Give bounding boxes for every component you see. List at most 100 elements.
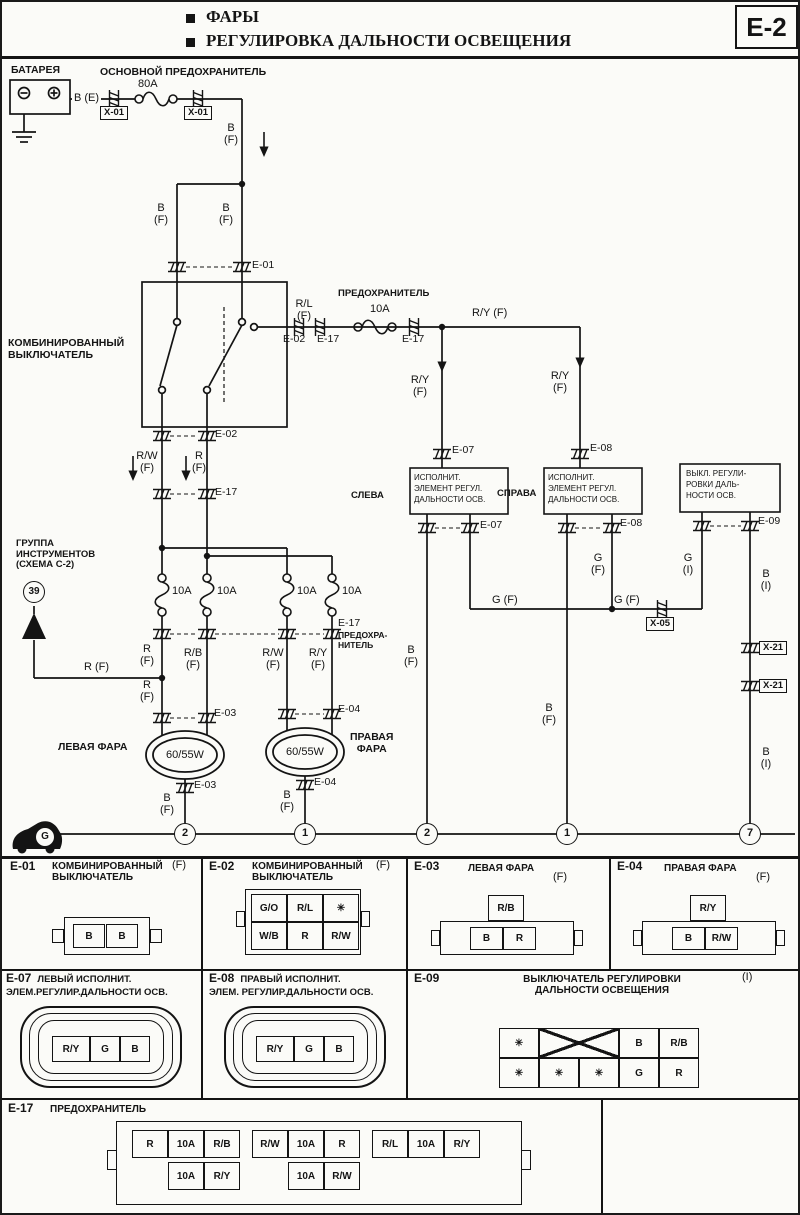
e08-code: E-08 [209,971,235,985]
e17-pin: R/W [252,1130,288,1158]
connector-label-e01: E-01 [252,259,275,271]
circuit-ref-39: 39 [23,581,45,603]
wire-label-g-f: G (F) [590,552,606,577]
e09-suffix: (I) [742,971,753,983]
e03-pin: R/B [488,895,524,921]
right-bulb-wattage: 60/55W [286,746,324,758]
table-divider [201,857,203,970]
e03-connector-tab [574,930,583,946]
e17-pin: R/L [372,1130,408,1158]
wire-label-rw-f: R/W (F) [136,450,158,475]
e04-pin: B [672,927,705,950]
e17-pin: 10A [168,1162,204,1190]
table-divider [406,970,408,1099]
e03-pin: B [470,927,503,950]
e02-pin: ✳ [323,894,359,922]
e03-name: ЛЕВАЯ ФАРА [468,863,535,874]
e17-name: ПРЕДОХРАНИТЕЛЬ [50,1104,147,1115]
connector-label-e04: E-04 [338,703,361,715]
e09-blocked-cell [539,1028,619,1058]
e09-name: ВЫКЛЮЧАТЕЛЬ РЕГУЛИРОВКИ ДАЛЬНОСТИ ОСВЕЩЕ… [523,974,681,997]
connector-label-e08: E-08 [590,442,613,454]
instrument-group-label: ГРУППА ИНСТРУМЕНТОВ (СХЕМА C-2) [16,538,96,571]
e02-connector-tab [361,911,370,927]
wire-label-ry-f: R/Y (F) [410,374,430,399]
e03-suffix: (F) [553,871,568,883]
e17-pin: R/Y [444,1130,480,1158]
e09-code: E-09 [414,971,440,985]
e07-connector-outline [29,1013,173,1081]
wire-label-b-f: B (F) [218,202,234,227]
e01-pin: B [73,924,105,948]
e07-pin: R/Y [52,1036,90,1062]
wire-label-b-f: B (F) [541,702,557,727]
table-divider [601,1099,603,1213]
wire-label-r-f: R (F) [139,643,155,668]
table-divider [406,857,408,970]
e03-code: E-03 [414,859,440,873]
headlight-left-symbol [145,730,225,780]
wire-label-b-f: B (F) [153,202,169,227]
e08-pin: B [324,1036,354,1062]
e02-pin: R/L [287,894,323,922]
connector-x21-a: X-21 [759,641,788,655]
connector-label-e17: E-17 [338,617,361,629]
branch-fuse-rating: 10A [217,585,237,597]
header-title-1: ФАРЫ [206,7,259,26]
ground-point: 1 [556,823,578,845]
junction-dots [158,180,616,682]
wire-label-rb-f: R/B (F) [183,647,203,672]
e08-name: ПРАВЫЙ ИСПОЛНИТ. ЭЛЕМ. РЕГУЛИР.ДАЛЬНОСТИ… [209,974,374,998]
left-headlight-label: ЛЕВАЯ ФАРА [58,741,128,753]
e17-pin: R [132,1130,168,1158]
e17-pin: 10A [408,1130,444,1158]
e09-pin: ✳ [499,1028,539,1058]
right-headlight-label: ПРАВАЯ ФАРА [350,731,394,755]
connector-x21-b: X-21 [759,679,788,693]
e08-connector-outline [242,1020,368,1074]
connector-x01-b: X-01 [184,106,213,120]
e02-name: КОМБИНИРОВАННЫЙ ВЫКЛЮЧАТЕЛЬ [252,861,363,884]
wire-label-r-f: R (F) [191,450,207,475]
battery-symbol [9,79,71,115]
fuse-rating: 10A [370,303,390,315]
e07-name: ЛЕВЫЙ ИСПОЛНИТ. ЭЛЕМ.РЕГУЛИР.ДАЛЬНОСТИ О… [6,974,168,998]
connector-label-e17: E-17 [402,333,425,345]
e01-suffix: (F) [172,859,187,871]
left-bulb-wattage: 60/55W [166,749,204,761]
fuse-label: ПРЕДОХРАНИТЕЛЬ [338,288,430,299]
e07-pin: G [90,1036,120,1062]
connector-x05: X-05 [646,617,675,631]
connector-label-e07: E-07 [452,444,475,456]
e07-connector-outline [20,1006,182,1088]
e01-connector-tab [150,929,162,943]
e01-name: КОМБИНИРОВАННЫЙ ВЫКЛЮЧАТЕЛЬ [52,861,163,884]
component-boxes [409,463,781,515]
connector-label-e03: E-03 [194,779,217,791]
wire-label-b-e: B (E) [72,92,102,105]
branch-fuse-rating: 10A [297,585,317,597]
wire-label-g-f: G (F) [614,594,640,606]
e02-connector-body [245,889,361,955]
bullet-icon [186,14,195,23]
ground-point: 7 [739,823,761,845]
e01-code: E-01 [10,859,36,873]
ground-point: 1 [294,823,316,845]
wire-label-b-i: B (I) [760,568,772,593]
e17-pin: 10A [168,1130,204,1158]
right-side-label: СПРАВА [497,488,537,499]
table-divider [201,970,203,1099]
ground-point: 2 [174,823,196,845]
ground-point: 2 [416,823,438,845]
connector-label-e04: E-04 [314,776,337,788]
e02-code: E-02 [209,859,235,873]
e04-connector-body [642,921,776,955]
e04-pin: R/Y [690,895,726,921]
e04-connector-tab [633,930,642,946]
connector-ties [170,266,741,719]
e01-connector-tab [52,929,64,943]
connector-label-e03: E-03 [214,707,237,719]
e09-pin: ✳ [539,1058,579,1088]
fuse-symbols [134,91,397,617]
